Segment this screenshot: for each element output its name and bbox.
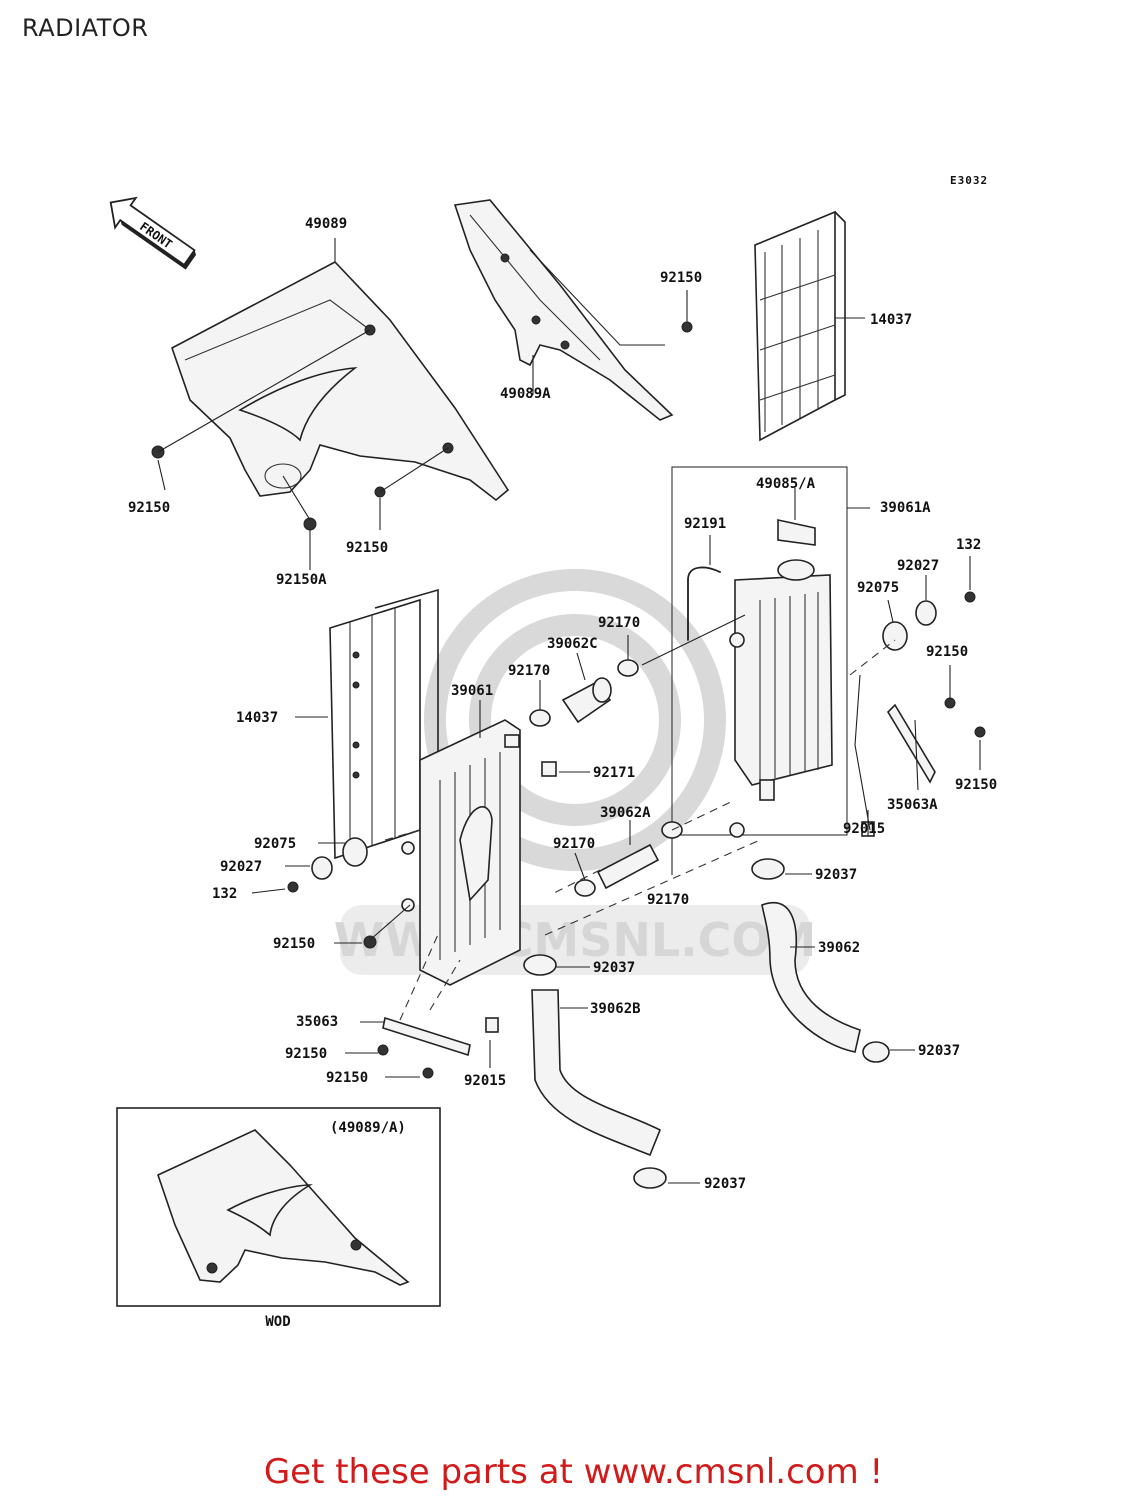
part-label-92150: 92150 xyxy=(955,777,997,793)
part-label-39062: 39062 xyxy=(818,940,860,956)
part-label-132: 132 xyxy=(956,537,981,553)
part-label-92037: 92037 xyxy=(593,960,635,976)
part-label-39062a: 39062A xyxy=(600,805,651,821)
part-label-92171: 92171 xyxy=(593,765,635,781)
part-label-49085a: 49085/A xyxy=(756,476,816,492)
grille-14037-right xyxy=(754,210,846,442)
inset-box: (49089/A) WOD xyxy=(116,1107,441,1330)
radiator-39061 xyxy=(401,719,521,986)
part-label-92150: 92150 xyxy=(128,500,170,516)
part-label-92191: 92191 xyxy=(684,516,726,532)
part-label-39062c: 39062C xyxy=(547,636,598,652)
part-label-92150: 92150 xyxy=(273,936,315,952)
part-label-92150: 92150 xyxy=(660,270,702,286)
part-label-92037: 92037 xyxy=(918,1043,960,1059)
part-label-92170: 92170 xyxy=(647,892,689,908)
front-arrow-icon: FRONT xyxy=(109,196,197,270)
part-label-35063a: 35063A xyxy=(887,797,938,813)
part-label-39062b: 39062B xyxy=(590,1001,641,1017)
part-label-49089: 49089 xyxy=(305,216,347,232)
part-label-35063: 35063 xyxy=(296,1014,338,1030)
diagram-code: E3032 xyxy=(950,174,988,187)
part-label-92150: 92150 xyxy=(326,1070,368,1086)
part-label-92015: 92015 xyxy=(464,1073,506,1089)
inset-caption: WOD xyxy=(265,1314,290,1330)
part-label-14037: 14037 xyxy=(870,312,912,328)
shroud-49089 xyxy=(171,261,510,502)
shroud-49089a xyxy=(453,199,674,421)
hoses xyxy=(531,566,861,1157)
part-label-92170: 92170 xyxy=(508,663,550,679)
part-label-92037: 92037 xyxy=(704,1176,746,1192)
part-label-39061a: 39061A xyxy=(880,500,931,516)
part-label-14037: 14037 xyxy=(236,710,278,726)
watermark-text: WWW.CMSNL.COM xyxy=(334,913,817,967)
part-label-132: 132 xyxy=(212,886,237,902)
part-label-92170: 92170 xyxy=(598,615,640,631)
part-label-92015: 92015 xyxy=(843,821,885,837)
page-title: RADIATOR xyxy=(22,14,149,42)
footer-link-text[interactable]: Get these parts at www.cmsnl.com ! xyxy=(263,1452,884,1492)
part-label-92170: 92170 xyxy=(553,836,595,852)
part-label-92027: 92027 xyxy=(897,558,939,574)
part-label-92037: 92037 xyxy=(815,867,857,883)
part-label-92027: 92027 xyxy=(220,859,262,875)
part-label-39061: 39061 xyxy=(451,683,493,699)
part-label-49089a: 49089A xyxy=(500,386,551,402)
part-label-92075: 92075 xyxy=(857,580,899,596)
part-label-92150: 92150 xyxy=(346,540,388,556)
inset-label: (49089/A) xyxy=(330,1120,406,1136)
part-label-92150: 92150 xyxy=(926,644,968,660)
leader-lines xyxy=(157,238,981,1184)
radiator-39061a xyxy=(671,466,848,838)
part-label-92075: 92075 xyxy=(254,836,296,852)
part-labels: 49089 49089A 92150 14037 92150 92150A 92… xyxy=(128,216,997,1192)
part-label-92150: 92150 xyxy=(285,1046,327,1062)
part-label-92150a: 92150A xyxy=(276,572,327,588)
